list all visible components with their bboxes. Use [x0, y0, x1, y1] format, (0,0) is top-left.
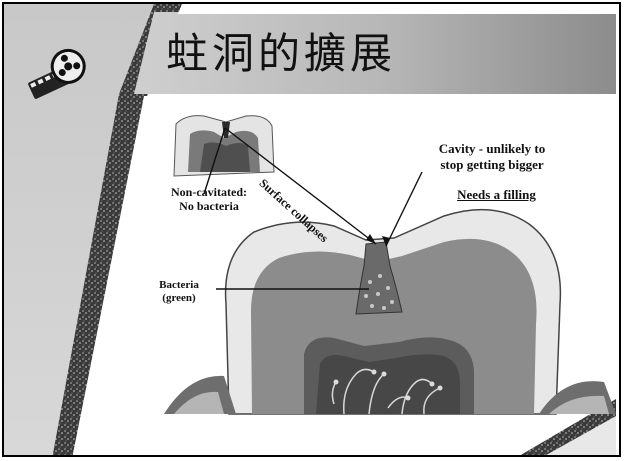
non-cavitated-label: Non-cavitated: No bacteria [154, 185, 264, 214]
non-cavitated-line1: Non-cavitated: [154, 185, 264, 199]
needs-filling-label: Needs a filling [434, 187, 559, 203]
slide: 蛀洞的擴展 Cavity - unlikely to stop getting … [2, 2, 621, 457]
slide-title: 蛀洞的擴展 [166, 20, 396, 81]
cavity-label-line2: stop getting bigger [412, 157, 572, 173]
bacteria-label-line2: (green) [144, 292, 214, 305]
bacteria-label: Bacteria (green) [144, 279, 214, 305]
non-cavitated-line2: No bacteria [154, 199, 264, 213]
bacteria-label-line1: Bacteria [144, 279, 214, 292]
cavity-label-line1: Cavity - unlikely to [412, 141, 572, 157]
cavity-label: Cavity - unlikely to stop getting bigger [412, 141, 572, 172]
small-tooth-diagram [174, 116, 274, 176]
